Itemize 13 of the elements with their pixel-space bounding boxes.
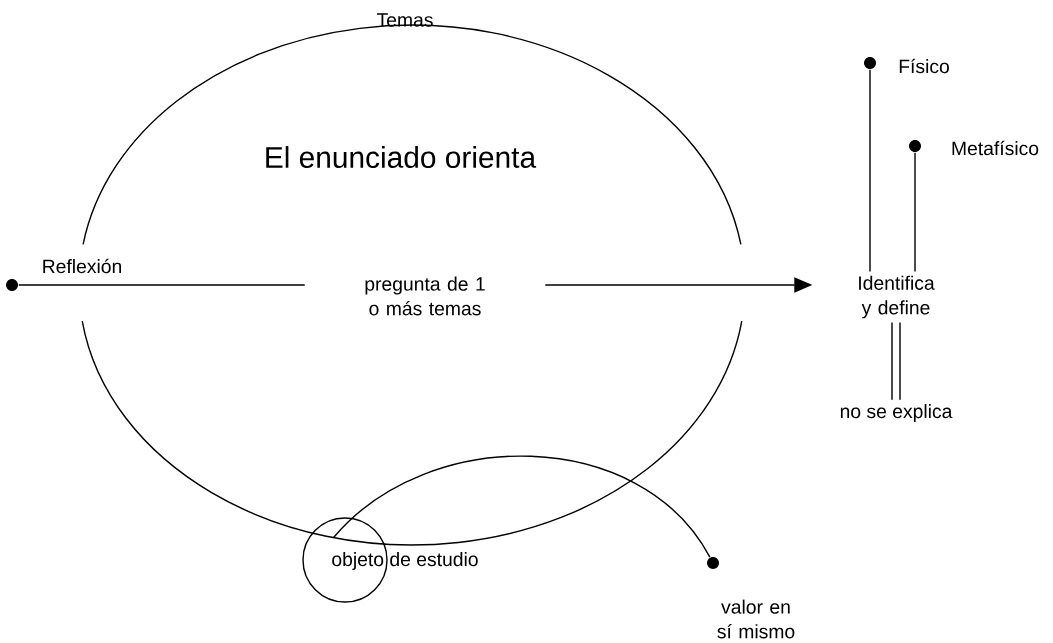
dot-label: Físico (899, 58, 949, 74)
text-label: El enunciado orienta (266, 146, 537, 168)
connector (891, 321, 901, 401)
node-label: no se explica (840, 404, 953, 422)
node-label: Identifica y define (859, 275, 935, 319)
connector (332, 455, 711, 558)
dot-label: Reflexión (43, 258, 121, 274)
dot-label: valor en sí mismo (717, 599, 795, 639)
circled-label: objeto de estudio (302, 517, 478, 603)
connector (869, 69, 871, 273)
edge-label: pregunta de 1 o más temas (304, 271, 546, 321)
connector (914, 152, 916, 273)
dot-label: Metafísico (952, 140, 1039, 156)
